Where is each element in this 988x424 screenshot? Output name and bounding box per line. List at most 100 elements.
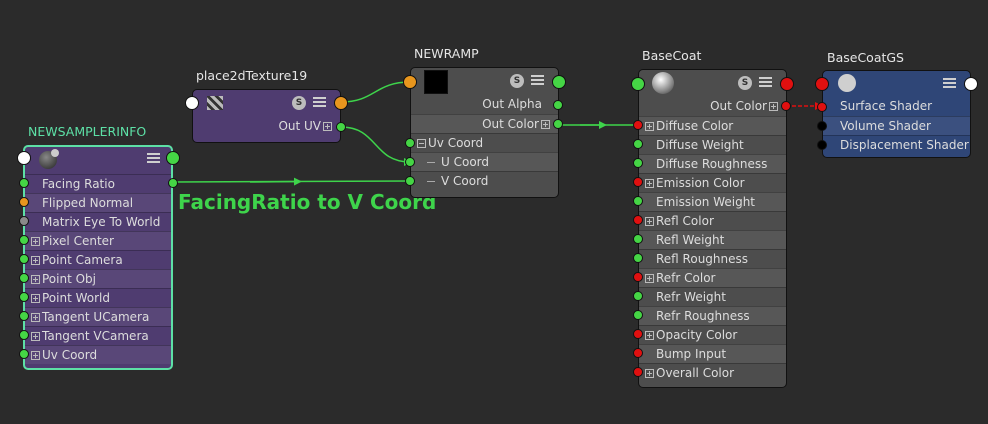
sampler-row[interactable]: Point Camera [25,250,171,269]
expand-icon[interactable] [31,275,40,284]
sampler-input-plug[interactable] [17,151,31,165]
list-icon[interactable] [531,75,544,87]
ramp-row-out-color[interactable]: Out Color [411,114,558,133]
expand-icon[interactable] [31,237,40,246]
input-plug[interactable] [19,197,29,207]
basecoat-input-plug[interactable] [631,77,645,91]
input-plug[interactable] [633,310,643,320]
input-plug[interactable] [633,215,643,225]
sampler-node[interactable]: Facing Ratio Flipped Normal Matrix Eye T… [23,145,173,370]
input-plug[interactable] [633,367,643,377]
basecoat-row[interactable]: Opacity Color [639,325,786,344]
input-plug[interactable] [19,292,29,302]
input-plug[interactable] [633,291,643,301]
expand-icon[interactable] [645,274,654,283]
output-plug-out-uv[interactable] [336,122,346,132]
basecoatgs-node[interactable]: Surface Shader Volume Shader Displacemen… [822,70,971,158]
expand-icon[interactable] [645,179,654,188]
input-plug-uv-coord[interactable] [405,138,415,148]
basecoat-row[interactable]: Overall Color [639,363,786,382]
basecoat-row[interactable]: Refr Weight [639,287,786,306]
basecoat-row[interactable]: Refl Roughness [639,249,786,268]
sampler-row[interactable]: Tangent UCamera [25,307,171,326]
ramp-input-plug[interactable] [403,75,417,89]
input-plug-volume-shader[interactable] [817,121,827,131]
basecoat-row[interactable]: Diffuse Roughness [639,154,786,173]
sampler-row[interactable]: Uv Coord [25,345,171,364]
collapse-icon[interactable] [417,139,426,148]
input-plug[interactable] [19,254,29,264]
place2d-input-plug[interactable] [185,96,199,110]
input-plug-v-coord[interactable] [405,176,415,186]
sampler-row[interactable]: Point Obj [25,269,171,288]
ramp-row-u-coord[interactable]: U Coord [411,152,558,171]
basecoat-row[interactable]: Refl Weight [639,230,786,249]
basecoatgs-input-plug[interactable] [815,77,829,91]
expand-icon[interactable] [769,102,778,111]
sampler-row[interactable]: Pixel Center [25,231,171,250]
input-plug[interactable] [633,177,643,187]
input-plug[interactable] [633,348,643,358]
input-plug[interactable] [633,272,643,282]
ramp-row-uv-coord[interactable]: Uv Coord [411,133,558,152]
basecoat-row-out-color[interactable]: Out Color [639,97,786,116]
expand-icon[interactable] [31,351,40,360]
input-plug-displacement-shader[interactable] [817,140,827,150]
expand-icon[interactable] [31,332,40,341]
list-icon[interactable] [943,78,956,90]
basecoat-row[interactable]: Emission Weight [639,192,786,211]
expand-icon[interactable] [31,256,40,265]
basecoat-row[interactable]: Diffuse Weight [639,135,786,154]
expand-icon[interactable] [645,122,654,131]
input-plug-u-coord[interactable] [405,157,415,167]
ramp-node[interactable]: S Out Alpha Out Color Uv Coord U Coord V… [410,67,559,198]
input-plug[interactable] [633,234,643,244]
input-plug[interactable] [19,330,29,340]
output-plug-out-color[interactable] [553,119,563,129]
swatch-menu-icon[interactable]: S [738,76,752,90]
list-icon[interactable] [759,77,772,89]
swatch-menu-icon[interactable]: S [510,74,524,88]
sampler-row[interactable]: Facing Ratio [25,174,171,193]
expand-icon[interactable] [645,217,654,226]
input-plug-surface-shader[interactable] [817,102,827,112]
list-icon[interactable] [313,97,326,109]
output-plug-out-alpha[interactable] [553,100,563,110]
place2d-node[interactable]: S Out UV [192,89,341,143]
basecoatgs-row[interactable]: Displacement Shader [823,135,970,154]
expand-icon[interactable] [645,331,654,340]
basecoat-row[interactable]: Bump Input [639,344,786,363]
output-plug-facing-ratio[interactable] [168,178,178,188]
sampler-row[interactable]: Matrix Eye To World [25,212,171,231]
place2d-output-plug[interactable] [334,96,348,110]
input-plug[interactable] [633,253,643,263]
expand-icon[interactable] [31,313,40,322]
expand-icon[interactable] [323,122,332,131]
place2d-row-out-uv[interactable]: Out UV [193,117,340,136]
basecoat-output-plug[interactable] [780,77,794,91]
basecoat-row[interactable]: Diffuse Color [639,116,786,135]
basecoat-row[interactable]: Refr Roughness [639,306,786,325]
basecoatgs-row[interactable]: Volume Shader [823,116,970,135]
output-plug-out-color[interactable] [781,101,791,111]
sampler-row[interactable]: Point World [25,288,171,307]
expand-icon[interactable] [541,120,550,129]
basecoat-row[interactable]: Refl Color [639,211,786,230]
basecoatgs-output-plug[interactable] [964,77,978,91]
expand-icon[interactable] [31,294,40,303]
list-icon[interactable] [147,153,160,165]
sampler-row[interactable]: Tangent VCamera [25,326,171,345]
input-plug[interactable] [19,216,29,226]
basecoatgs-row[interactable]: Surface Shader [823,97,970,116]
basecoat-row[interactable]: Refr Color [639,268,786,287]
basecoat-row[interactable]: Emission Color [639,173,786,192]
swatch-menu-icon[interactable]: S [292,96,306,110]
input-plug[interactable] [19,178,29,188]
input-plug[interactable] [633,120,643,130]
input-plug[interactable] [633,158,643,168]
input-plug[interactable] [633,329,643,339]
input-plug[interactable] [633,196,643,206]
ramp-row-v-coord[interactable]: V Coord [411,171,558,190]
basecoat-node[interactable]: S Out Color Diffuse Color Diffuse Weight… [638,69,787,388]
input-plug[interactable] [19,235,29,245]
